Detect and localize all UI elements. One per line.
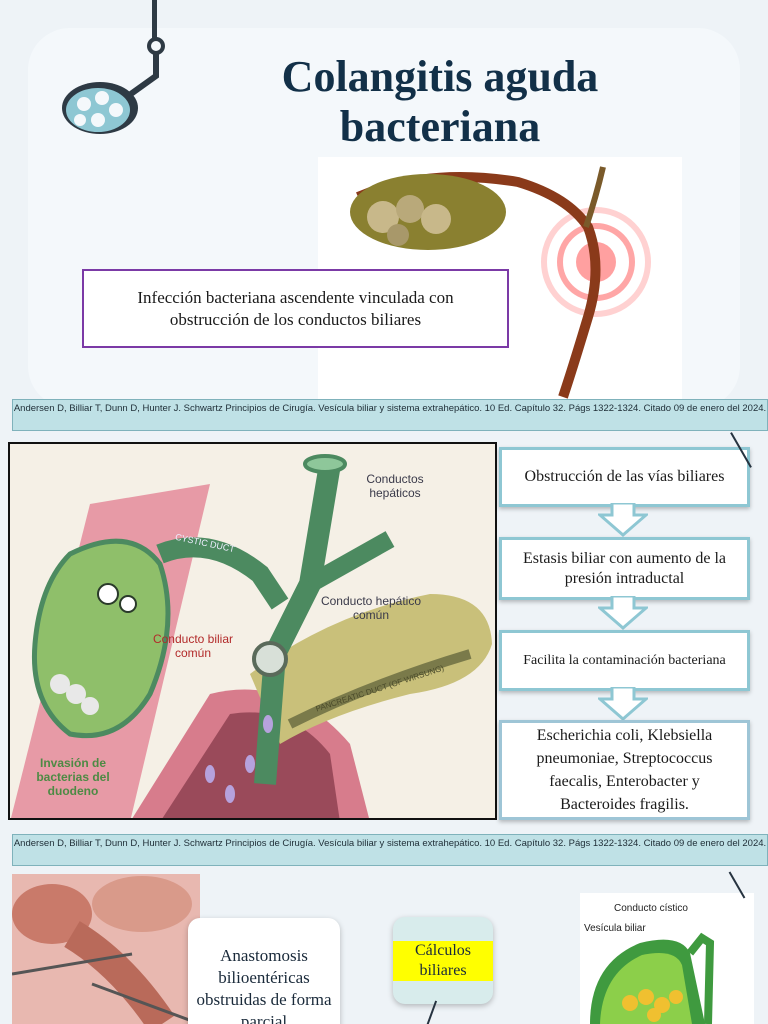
biliary-anatomy-illustration: Conductos hepáticos Conducto hepático co… — [8, 442, 497, 820]
flow-step-4-organisms: Escherichia coli, Klebsiella pneumoniae,… — [499, 720, 750, 820]
gallbladder-inflamed-image — [318, 157, 682, 399]
label-conducto-biliar-comun: Conducto biliar común — [152, 632, 234, 660]
decorative-line — [424, 1000, 438, 1024]
cause-calculos: Cálculos biliares — [393, 917, 493, 1004]
cause-calculos-label: Cálculos biliares — [393, 940, 493, 981]
surgery-image — [12, 874, 200, 1024]
page-title: Colangitis aguda bacteriana — [281, 52, 599, 151]
label-vesicula-biliar: Vesícula biliar — [584, 923, 646, 934]
flow-step-1: Obstrucción de las vías biliares — [499, 447, 750, 507]
citation-top: Andersen D, Billiar T, Dunn D, Hunter J.… — [12, 399, 768, 431]
definition-box: Infección bacteriana ascendente vinculad… — [82, 269, 509, 348]
arrow-down-icon — [598, 596, 648, 630]
surgical-lamp-icon — [62, 37, 165, 134]
cause-anastomosis: Anastomosis bilioentéricas obstruidas de… — [188, 918, 340, 1024]
label-invasion-bacterias: Invasión de bacterias del duodeno — [36, 756, 110, 798]
gallbladder-stones-image: Conducto cístico Vesícula biliar — [580, 893, 754, 1024]
label-conducto-cistico: Conducto cístico — [614, 903, 688, 914]
anatomy-drawing — [11, 454, 492, 818]
citation-bottom: Andersen D, Billiar T, Dunn D, Hunter J.… — [12, 834, 768, 866]
label-conducto-hepatico-comun: Conducto hepático común — [320, 594, 422, 622]
arrow-down-icon — [598, 503, 648, 537]
label-conductos-hepaticos: Conductos hepáticos — [366, 472, 424, 500]
flow-step-2: Estasis biliar con aumento de la presión… — [499, 537, 750, 600]
lamp-cord — [152, 0, 157, 44]
flow-step-3: Facilita la contaminación bacteriana — [499, 630, 750, 691]
arrow-down-icon — [598, 687, 648, 721]
